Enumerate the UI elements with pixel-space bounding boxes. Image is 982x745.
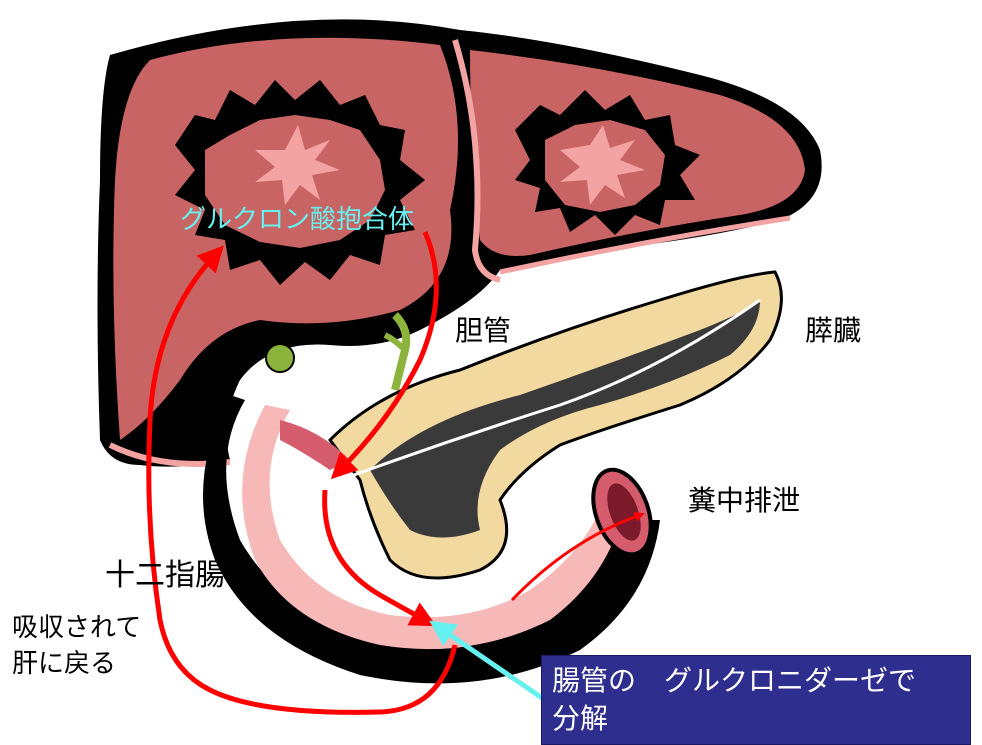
bile-duct-label: 胆管 [455,314,511,347]
glucuronide-label: グルクロン酸抱合体 [180,205,414,235]
callout-line1: 腸管の グルクロニダーゼで [552,662,960,700]
callout-line2: 分解 [552,700,960,738]
pancreas-label: 膵臓 [805,314,861,347]
fecal-excretion-label: 糞中排泄 [688,484,800,517]
glucuronidase-callout: 腸管の グルクロニダーゼで 分解 [541,655,971,745]
duodenum-label: 十二指腸 [105,558,225,593]
reabsorb-label-line2: 肝に戻る [12,649,116,679]
reabsorb-label-line1: 吸収されて [12,613,141,643]
